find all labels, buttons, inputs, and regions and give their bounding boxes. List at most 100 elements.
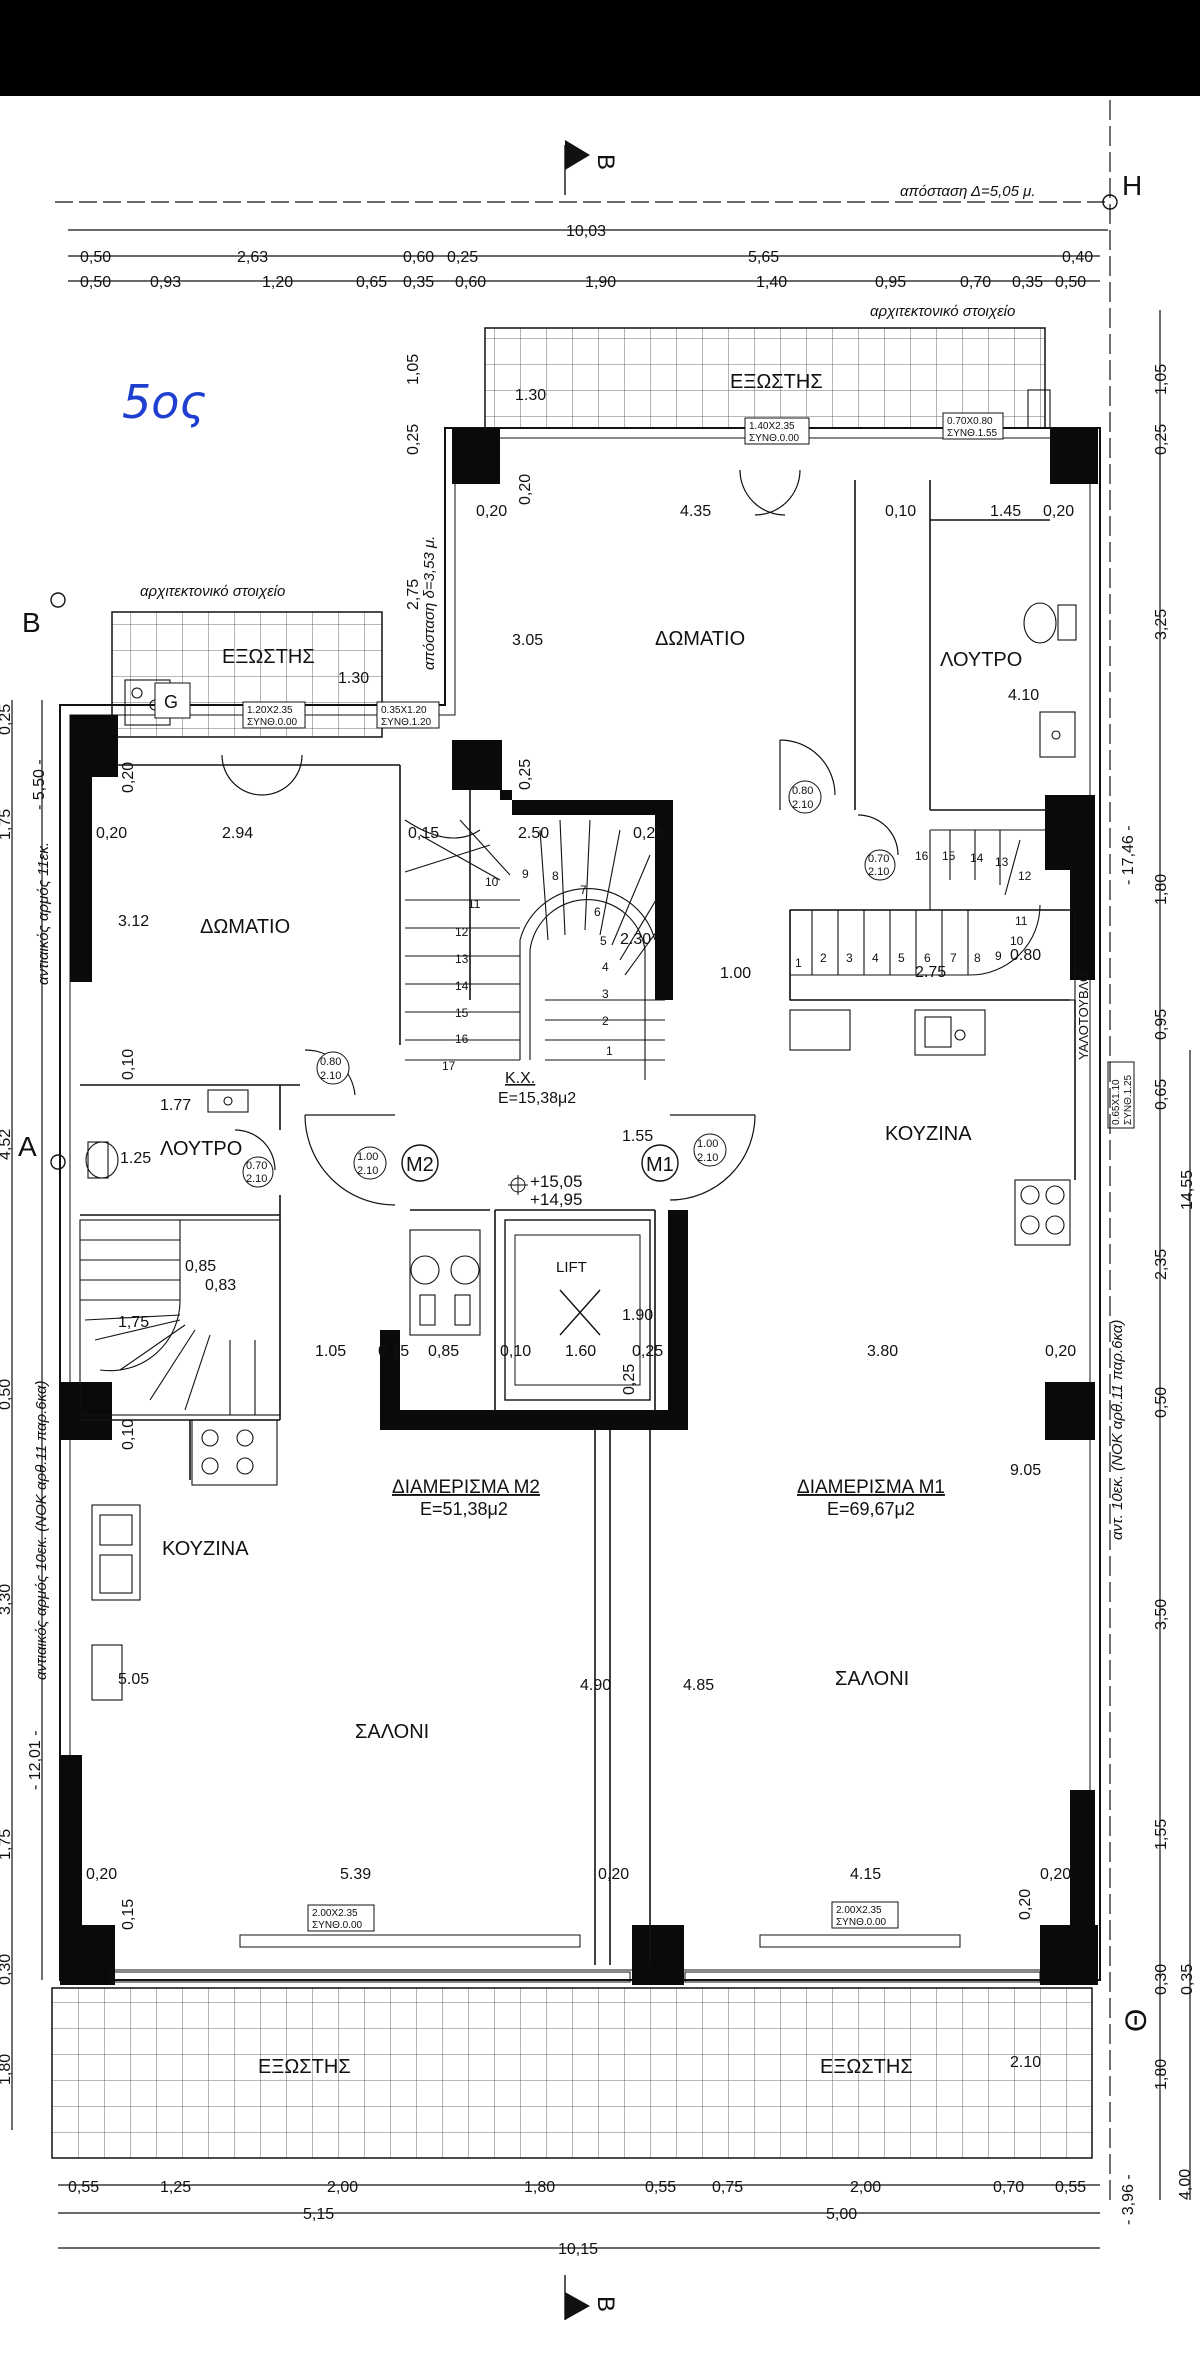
svg-text:9: 9 [995, 949, 1002, 963]
svg-text:11: 11 [1015, 914, 1028, 928]
svg-text:1.25: 1.25 [120, 1150, 151, 1167]
floor-handnote: 5ος [122, 375, 206, 429]
room-label-living-left: ΣΑΛΟΝΙ [355, 1721, 429, 1743]
svg-text:7: 7 [950, 951, 957, 965]
right-dims: 1,05 0,25 3,25 1,80 0,95 0,65 2,35 0,50 … [1120, 364, 1196, 2225]
svg-text:6: 6 [924, 951, 931, 965]
svg-text:0.80: 0.80 [792, 785, 813, 797]
flat-m1-area: Ε=69,67μ2 [827, 1499, 915, 1519]
dim-label: 0,55 [68, 2179, 99, 2196]
svg-text:8: 8 [552, 869, 559, 883]
dim-label: 2,00 [850, 2179, 881, 2196]
right-note: αντ. 10εκ. (ΝΟΚ αρθ.11 παρ.6κα) [1109, 1320, 1126, 1540]
svg-text:7: 7 [580, 883, 587, 897]
svg-text:3,30: 3,30 [0, 1584, 14, 1615]
svg-text:0,20: 0,20 [476, 503, 507, 520]
arch-element-note: αρχιτεκτονικό στοιχείο [140, 583, 285, 600]
right-shaft-label: ΥΑΛΟΤΟΥΒΛΟ [1076, 972, 1091, 1060]
left-note: αντιαικός αρμός 11εκ. [35, 842, 52, 985]
door-swings [221, 469, 899, 1206]
dim-label: 0,55 [1055, 2179, 1086, 2196]
dim-label: 0,95 [875, 274, 906, 291]
svg-text:1.55: 1.55 [622, 1128, 653, 1145]
svg-text:16: 16 [455, 1032, 469, 1046]
svg-text:1.60: 1.60 [565, 1343, 596, 1360]
svg-text:0,25: 0,25 [621, 1364, 638, 1395]
svg-text:1,75: 1,75 [0, 809, 14, 840]
svg-text:H: H [1122, 170, 1142, 201]
svg-text:0,20: 0,20 [598, 1866, 629, 1883]
svg-text:3,50: 3,50 [1153, 1599, 1170, 1630]
svg-text:1: 1 [606, 1044, 613, 1058]
svg-text:0,25: 0,25 [517, 759, 534, 790]
secondary-stair-right [789, 829, 1076, 1001]
svg-text:0,30: 0,30 [1153, 1964, 1170, 1995]
svg-text:1.05: 1.05 [315, 1343, 346, 1360]
svg-text:0,83: 0,83 [205, 1277, 236, 1294]
svg-text:0,15: 0,15 [120, 1899, 137, 1930]
svg-text:1,80: 1,80 [0, 2054, 14, 2085]
flat-m2-title: ΔΙΑΜΕΡΙΣΜΑ Μ2 [392, 1477, 540, 1498]
svg-text:0,20: 0,20 [96, 825, 127, 842]
interior-dimensions: 0,20 4.35 0,10 1.45 0,20 1.30 1,05 0,25 … [86, 354, 1076, 2071]
dim-label: 5,65 [748, 249, 779, 266]
svg-text:A: A [18, 1131, 37, 1162]
svg-text:0.70: 0.70 [246, 1160, 267, 1172]
dim-label: 5,00 [826, 2206, 857, 2223]
svg-text:4.35: 4.35 [680, 503, 711, 520]
room-label-bedroom-top: ΔΩΜΑΤΙΟ [655, 628, 745, 650]
door-tag: 1.00 2.10 [693, 1133, 727, 1167]
top-dimension-lines [55, 201, 1110, 282]
axis-marker-a: A [18, 1131, 66, 1170]
wheelchair-icon [409, 1229, 481, 1336]
top-black-bar [0, 0, 1200, 96]
svg-text:0,20: 0,20 [1043, 503, 1074, 520]
svg-text:12: 12 [1018, 869, 1032, 883]
balcony-bottom-area [51, 1987, 1093, 2159]
svg-text:4.10: 4.10 [1008, 687, 1039, 704]
dim-top-overall: 10,03 [566, 223, 606, 240]
svg-text:ΣΥΝΘ.0.00: ΣΥΝΘ.0.00 [749, 433, 800, 444]
section-marker-top: B [564, 140, 619, 195]
svg-text:13: 13 [455, 952, 469, 966]
secondary-stair-left [79, 1219, 281, 1416]
dim-label: 2,00 [327, 2179, 358, 2196]
svg-text:ΣΥΝΘ.1.20: ΣΥΝΘ.1.20 [381, 717, 432, 728]
window-tag: 0.70X0.80 ΣΥΝΘ.1.55 [942, 412, 1004, 440]
svg-text:0,20: 0,20 [86, 1866, 117, 1883]
svg-text:1.77: 1.77 [160, 1097, 191, 1114]
svg-text:+15,05: +15,05 [530, 1172, 582, 1191]
distance-note: απόσταση Δ=5,05 μ. [900, 183, 1036, 200]
svg-text:G: G [164, 692, 178, 712]
bottom-dim-row1: 0,55 1,25 2,00 1,80 0,55 0,75 2,00 0,70 … [68, 2179, 1086, 2196]
svg-text:14: 14 [455, 979, 469, 993]
svg-text:15: 15 [455, 1006, 469, 1020]
svg-text:0,10: 0,10 [120, 1049, 137, 1080]
svg-text:ΣΥΝΘ.0.00: ΣΥΝΘ.0.00 [312, 1920, 363, 1931]
flat-m2-area: Ε=51,38μ2 [420, 1499, 508, 1519]
svg-text:0,15: 0,15 [408, 825, 439, 842]
svg-text:2.75: 2.75 [915, 964, 946, 981]
svg-text:0,25: 0,25 [633, 825, 664, 842]
room-label-bedroom-left: ΔΩΜΑΤΙΟ [200, 916, 290, 938]
structural-columns [60, 428, 1098, 1985]
dim-label: 1,40 [756, 274, 787, 291]
svg-text:1,80: 1,80 [1153, 874, 1170, 905]
svg-text:1,75: 1,75 [0, 1829, 14, 1860]
dim-label: 1,80 [524, 2179, 555, 2196]
top-dim-row1: 0,50 2,63 0,60 0,25 5,65 0,40 [80, 249, 1093, 266]
svg-text:1,75: 1,75 [118, 1314, 149, 1331]
svg-text:5: 5 [600, 934, 607, 948]
svg-text:1.45: 1.45 [990, 503, 1021, 520]
stair-numbers-right: 1 2 3 4 5 6 7 8 9 10 11 12 13 14 15 16 [795, 849, 1032, 970]
window-tag: 0.65X1.10 ΣΥΝΘ.1.25 [1107, 1061, 1135, 1129]
door-tag: 0.80 2.10 [316, 1051, 350, 1085]
left-note: αντιαικός αρμός 10εκ. (ΝΟΚ αρθ.11 παρ.6κ… [33, 1380, 50, 1680]
door-tag: 0.80 2.10 [788, 780, 822, 814]
dim-label: 1,20 [262, 274, 293, 291]
bottom-dimension-lines [58, 2184, 1100, 2249]
svg-text:- 12,01 -: - 12,01 - [27, 1730, 44, 1790]
dim-label: 0,50 [80, 274, 111, 291]
door-tag: 1.00 2.10 [353, 1146, 387, 1180]
